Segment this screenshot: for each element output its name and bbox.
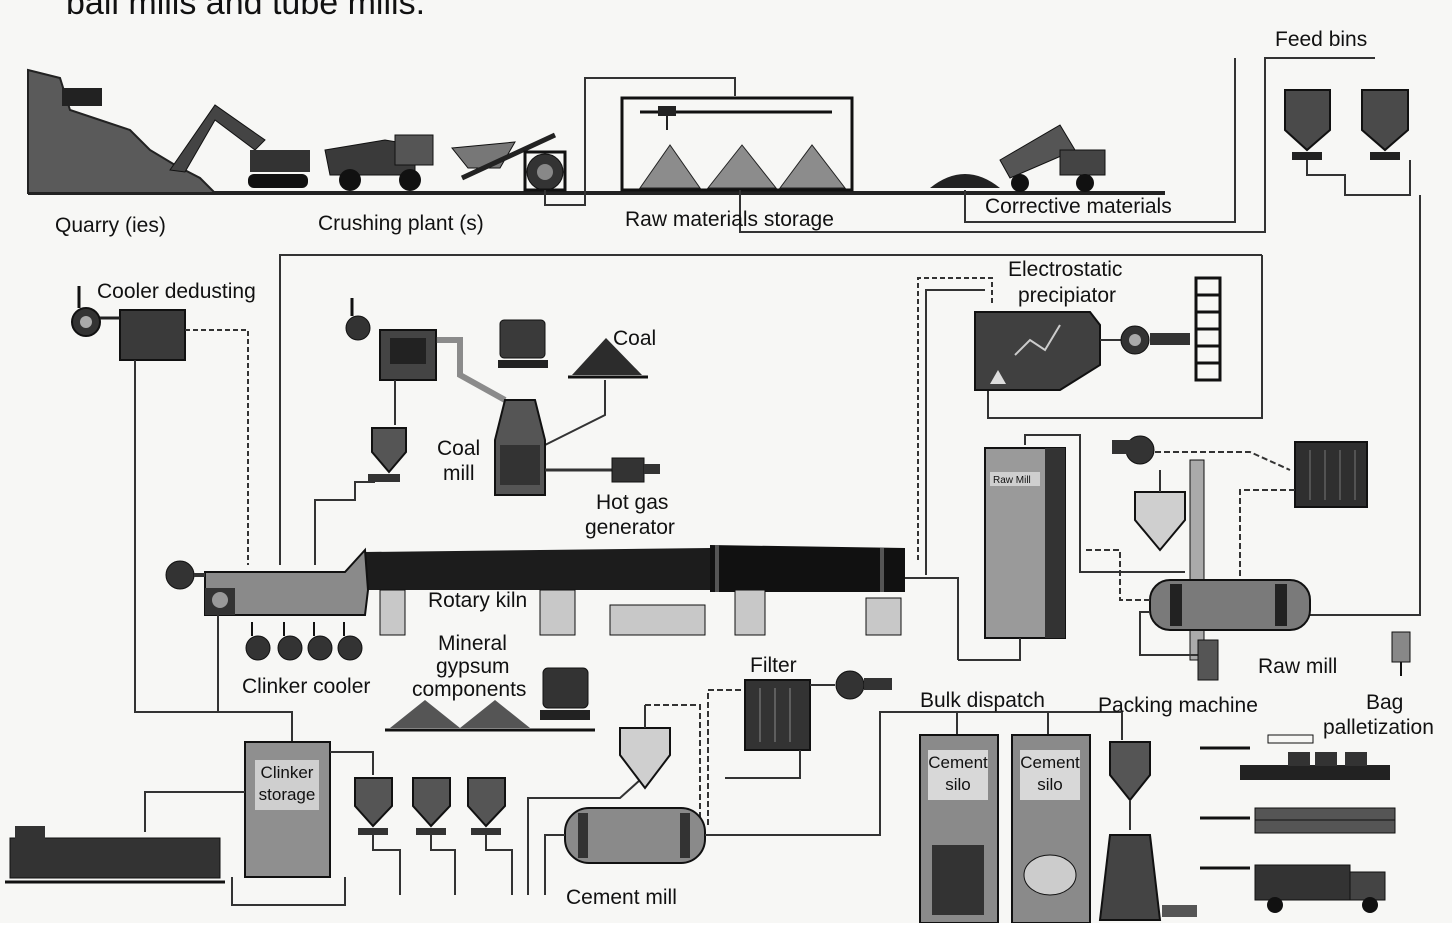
dispatch-truck-icon	[1200, 865, 1385, 913]
silo-bottom-pipe	[958, 638, 1020, 660]
packing-machine-label: Packing machine	[1098, 694, 1258, 717]
raw-mill-drum	[1150, 580, 1310, 630]
cement-silo-2: Cement silo	[1012, 735, 1090, 923]
clinker-cooler-unit	[205, 550, 368, 615]
coal-mill-unit	[495, 400, 545, 495]
stack-icon	[1196, 278, 1220, 380]
mill-inlet-pipe	[545, 835, 565, 895]
clinker-storage-outlet	[232, 877, 345, 905]
cement-mill-drum	[565, 808, 705, 863]
electrostatic-label-2: precipiator	[1018, 284, 1116, 307]
clinker-to-train	[145, 792, 245, 832]
coal-hopper	[368, 428, 406, 482]
coal-mill-label-1: Coal	[437, 437, 480, 460]
raw-meal-silo: Raw Mill	[985, 448, 1065, 638]
mineral-label-3: components	[412, 678, 526, 701]
hot-gas-generator-icon	[612, 458, 660, 482]
mineral-label-1: Mineral	[438, 632, 507, 655]
cement-separator	[620, 705, 670, 788]
dump-truck-icon	[325, 135, 433, 191]
raw-mill-fan-icon	[1112, 436, 1154, 464]
hot-gas-label-1: Hot gas	[596, 491, 668, 514]
feed-bin-2	[1362, 90, 1408, 160]
coal-duct	[436, 340, 505, 400]
hot-gas-label-2: generator	[585, 516, 675, 539]
crusher-icon	[452, 135, 565, 190]
coal-fan-icon	[346, 298, 370, 340]
raw-materials-storage-shed	[622, 98, 852, 190]
cooler-intake-fan	[166, 561, 205, 589]
rotary-kiln-label: Rotary kiln	[428, 589, 527, 612]
corrective-truck-icon	[930, 125, 1105, 192]
raw-mill-filter	[1295, 442, 1367, 507]
bag-palletization-label-1: Bag	[1366, 691, 1403, 714]
esp-fan-icon	[1121, 326, 1190, 354]
filter-label: Filter	[750, 654, 797, 677]
rotary-kiln	[365, 545, 905, 592]
quarry-cliff	[28, 70, 215, 193]
electrostatic-precipitator-unit	[975, 312, 1100, 390]
filter-return	[1240, 490, 1295, 590]
electrostatic-label-1: Electrostatic	[1008, 258, 1122, 281]
cement-silo-1: Cement silo	[920, 735, 998, 923]
cement-mill-label: Cement mill	[566, 886, 677, 909]
clinker-storage-label-1: Clinker	[261, 763, 314, 782]
cement-silo-2-label-2: silo	[1037, 775, 1063, 794]
mineral-label-2: gypsum	[436, 655, 510, 678]
clinker-storage-label-2: storage	[259, 785, 316, 804]
train-icon	[5, 826, 225, 882]
hopper-2-out	[431, 835, 455, 895]
clinker-to-hopper	[330, 752, 373, 775]
clinker-storage-silo: Clinker storage	[245, 742, 330, 877]
cooler-dedusting-label: Cooler dedusting	[97, 280, 256, 303]
feed-bin-1	[1285, 90, 1330, 160]
quarry-label: Quarry (ies)	[55, 214, 166, 237]
feed-bins-label: Feed bins	[1275, 28, 1367, 51]
bag-palletization-label-2: palletization	[1323, 716, 1434, 739]
cement-filter-unit	[745, 680, 810, 750]
dedusting-pipe	[185, 330, 248, 565]
dispatch-flatbed-icon	[1200, 808, 1395, 833]
feed-bin-collector	[1307, 160, 1410, 195]
packing-machine-unit	[1100, 742, 1197, 920]
hopper-3-out	[486, 835, 512, 895]
raw-mill-separator	[1135, 470, 1185, 550]
raw-mill-exhaust	[1155, 452, 1290, 470]
additive-hopper-2	[413, 778, 450, 835]
raw-mill-outlet	[1198, 640, 1218, 680]
coal-label: Coal	[613, 327, 656, 350]
additive-hopper-1	[355, 778, 392, 835]
mill-to-filter	[708, 690, 745, 825]
clinker-cooler-label: Clinker cooler	[242, 675, 370, 698]
coal-mill-label-2: mill	[443, 462, 475, 485]
quarry-excavator-icon	[62, 88, 102, 106]
coal-truck-icon	[498, 320, 548, 368]
header-fragment: ball mills and tube mills.	[66, 0, 425, 22]
bag-palletization-icon	[1392, 632, 1410, 676]
raw-mill-gas-in	[1085, 550, 1150, 600]
bulk-dispatch-label: Bulk dispatch	[920, 689, 1045, 712]
hopper-1-out	[373, 835, 400, 895]
cement-silo-1-label-1: Cement	[928, 753, 988, 772]
cooler-fans	[246, 622, 362, 660]
additive-hopper-3	[468, 778, 505, 835]
raw-mill-label: Raw mill	[1258, 655, 1337, 678]
silo-to-kiln-feed	[905, 578, 958, 660]
mineral-truck-icon	[540, 668, 590, 720]
cement-silo-1-label-2: silo	[945, 775, 971, 794]
raw-mill-tag-text: Raw Mill	[993, 475, 1031, 486]
feed-to-raw-mill-pipe	[1310, 195, 1420, 615]
corrective-materials-label: Corrective materials	[985, 195, 1172, 218]
cement-filter-fan	[836, 671, 892, 699]
cement-silo-2-label-1: Cement	[1020, 753, 1080, 772]
crushing-plant-label: Crushing plant (s)	[318, 212, 484, 235]
bag-conveyor-icon	[1200, 735, 1390, 780]
filter-return-pipe	[725, 750, 800, 778]
coal-bag-filter	[380, 330, 436, 380]
raw-materials-storage-label: Raw materials storage	[625, 208, 834, 231]
